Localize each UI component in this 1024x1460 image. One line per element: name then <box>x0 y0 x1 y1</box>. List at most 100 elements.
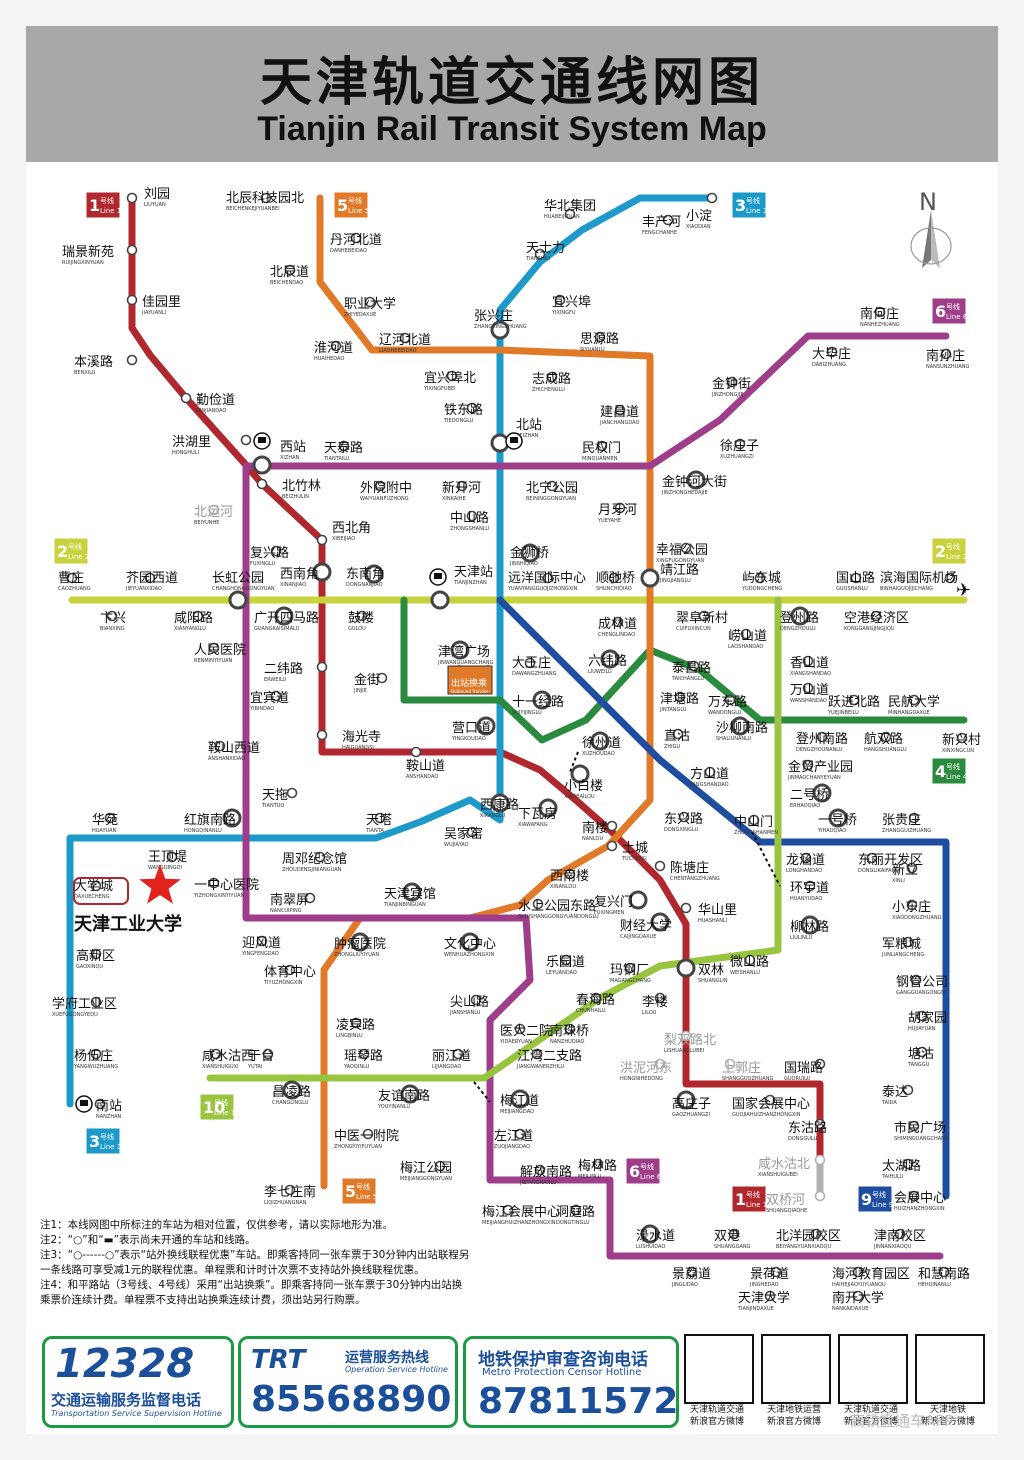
station-marker[interactable] <box>902 1158 914 1170</box>
station-marker[interactable] <box>192 610 204 622</box>
station-marker[interactable] <box>350 232 362 244</box>
station-marker[interactable] <box>470 994 482 1006</box>
transfer-station-marker[interactable] <box>510 1089 530 1109</box>
station-marker[interactable] <box>852 1266 864 1278</box>
station-marker[interactable] <box>316 729 328 741</box>
station-marker[interactable] <box>870 610 882 622</box>
station-marker[interactable] <box>724 694 736 706</box>
station-marker[interactable] <box>330 340 342 352</box>
station-marker[interactable] <box>606 820 618 832</box>
station-marker[interactable] <box>814 1190 826 1202</box>
station-marker[interactable] <box>814 1058 826 1070</box>
station-marker[interactable] <box>680 902 692 914</box>
station-marker[interactable] <box>106 610 118 622</box>
station-marker[interactable] <box>240 434 252 446</box>
station-marker[interactable] <box>894 1228 906 1240</box>
station-marker[interactable] <box>608 572 620 584</box>
transfer-station-marker[interactable] <box>600 649 620 669</box>
station-marker[interactable] <box>764 1290 776 1302</box>
transfer-station-marker[interactable] <box>460 932 480 952</box>
station-marker[interactable] <box>826 346 838 358</box>
station-marker[interactable] <box>802 759 814 771</box>
station-marker[interactable] <box>66 572 78 584</box>
station-marker[interactable] <box>908 1120 920 1132</box>
station-marker[interactable] <box>814 1154 826 1166</box>
station-marker[interactable] <box>802 655 814 667</box>
station-marker[interactable] <box>740 628 752 640</box>
station-marker[interactable] <box>126 244 138 256</box>
station-marker[interactable] <box>596 440 608 452</box>
station-marker[interactable] <box>614 502 626 514</box>
station-marker[interactable] <box>284 964 296 976</box>
station-marker[interactable] <box>800 852 812 864</box>
transfer-station-marker[interactable] <box>400 1084 420 1104</box>
station-marker[interactable] <box>866 852 878 864</box>
station-marker[interactable] <box>452 1048 464 1060</box>
station-marker[interactable] <box>90 948 102 960</box>
station-marker[interactable] <box>456 480 468 492</box>
station-marker[interactable] <box>126 192 138 204</box>
station-marker[interactable] <box>466 826 478 838</box>
station-marker[interactable] <box>214 740 226 752</box>
station-marker[interactable] <box>166 851 178 863</box>
transfer-station-marker[interactable] <box>476 716 496 736</box>
station-marker[interactable] <box>902 1084 914 1096</box>
station-marker[interactable] <box>466 402 478 414</box>
station-marker[interactable] <box>940 348 952 360</box>
station-marker[interactable] <box>848 694 860 706</box>
